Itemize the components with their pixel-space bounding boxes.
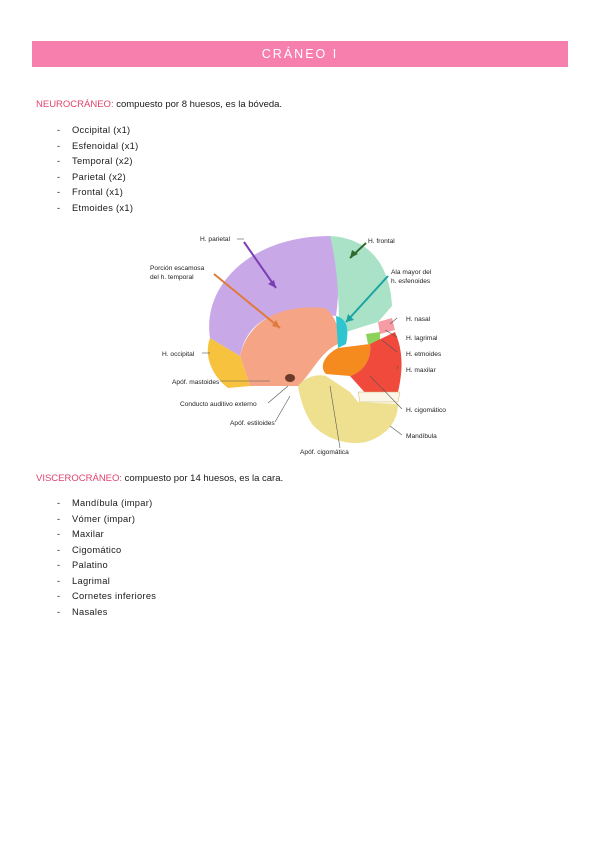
list-item: -Frontal (x1): [57, 187, 124, 197]
label-lagrimal: H. lagrimal: [406, 335, 438, 342]
title-banner: CRÁNEO I: [32, 41, 568, 67]
label-frontal: H. frontal: [368, 238, 395, 245]
label-squamosa-1: Porción escamosa: [150, 265, 205, 272]
label-apof-cigomatica: Apóf. cigomática: [300, 449, 349, 456]
list-item: -Occipital (x1): [57, 125, 131, 135]
label-mandibula: Mandíbula: [406, 433, 437, 440]
maxilla-bone: [350, 332, 402, 396]
page-title: CRÁNEO I: [261, 47, 339, 61]
nasal-bone: [378, 318, 395, 334]
neurocraneo-description: compuesto por 8 huesos, es la bóveda.: [113, 99, 283, 110]
label-cigomatico: H. cigomático: [406, 407, 446, 414]
list-item: -Esfenoidal (x1): [57, 140, 139, 151]
label-conducto: Conducto auditivo externo: [180, 401, 257, 408]
teeth: [357, 391, 401, 403]
list-item: -Mandíbula (impar): [57, 498, 153, 508]
list-item: -Cigomático: [57, 544, 122, 555]
skull-illustration: H. parietal H. frontal Porción escamosa …: [140, 226, 460, 462]
mandible-bone: [298, 375, 398, 444]
list-item: -Parietal (x2): [57, 171, 127, 182]
list-item: -Palatino: [57, 560, 108, 570]
neurocraneo-heading: NEUROCRÁNEO: compuesto por 8 huesos, es …: [36, 99, 282, 110]
label-maxilar: H. maxilar: [406, 367, 436, 374]
viscerocraneo-list: -Mandíbula (impar) -Vómer (impar) -Maxil…: [57, 496, 156, 620]
list-item: -Etmoides (x1): [57, 202, 134, 213]
label-mastoides: Apóf. mastoides: [172, 379, 220, 386]
arrows: [213, 241, 389, 329]
list-item: -Maxilar: [57, 529, 105, 539]
label-occipital: H. occipital: [162, 351, 195, 358]
viscerocraneo-keyword: VISCEROCRÁNEO:: [36, 473, 123, 484]
label-parietal: H. parietal: [200, 236, 231, 243]
temporal-bone: [240, 307, 339, 386]
label-estiloides: Apóf. estiloides: [230, 420, 275, 427]
label-etmoides: H. etmoides: [406, 351, 442, 358]
label-ala-mayor-1: Ala mayor del: [391, 269, 432, 276]
list-item: -Temporal (x2): [57, 156, 133, 166]
sphenoid-bone: [336, 316, 348, 348]
list-item: -Nasales: [57, 606, 108, 617]
label-ala-mayor-2: h. esfenoides: [391, 278, 431, 285]
leader-lines: [202, 238, 403, 449]
neurocraneo-keyword: NEUROCRÁNEO:: [36, 99, 114, 110]
list-item: -Cornetes inferiores: [57, 591, 157, 601]
viscerocraneo-description: compuesto por 14 huesos, es la cara.: [122, 473, 284, 484]
occipital-bone: [207, 338, 250, 388]
viscerocraneo-heading: VISCEROCRÁNEO: compuesto por 14 huesos, …: [36, 473, 283, 484]
label-nasal: H. nasal: [406, 316, 431, 323]
list-item: -Lagrimal: [57, 575, 111, 586]
parietal-bone: [209, 236, 339, 356]
frontal-bone: [330, 236, 392, 334]
ear-canal: [285, 374, 295, 382]
list-item: -Vómer (impar): [57, 513, 136, 524]
neurocraneo-list: -Occipital (x1) -Esfenoidal (x1) -Tempor…: [57, 123, 139, 216]
label-squamosa-2: del h. temporal: [150, 274, 194, 281]
zygomatic-bone: [322, 344, 371, 376]
